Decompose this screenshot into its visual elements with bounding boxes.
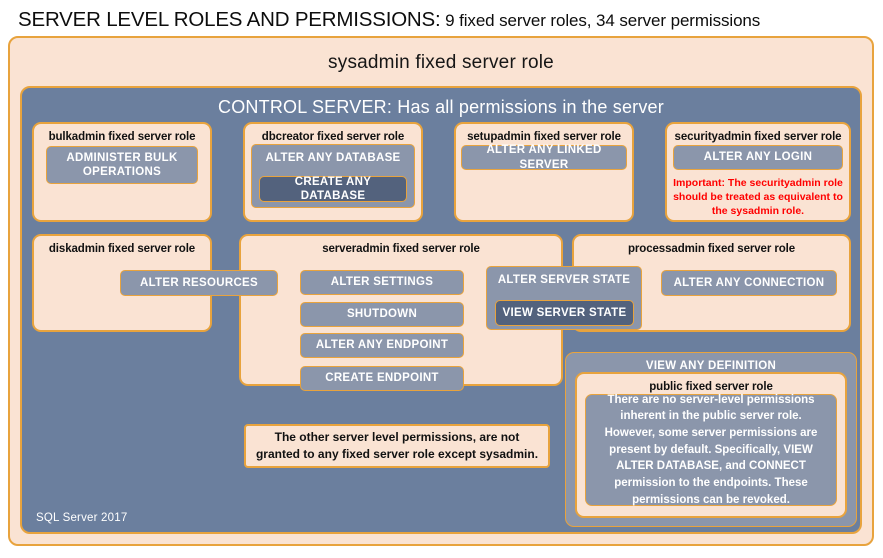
permission-alter-any-linked-server[interactable]: ALTER ANY LINKED SERVER: [461, 144, 627, 171]
permission-alter-any-connection[interactable]: ALTER ANY CONNECTION: [661, 270, 837, 296]
role-title-bulkadmin: bulkadmin fixed server role: [48, 131, 196, 143]
control-server-label: CONTROL SERVER: Has all permissions in t…: [218, 97, 664, 117]
permission-alter-any-database-label: ALTER ANY DATABASE: [265, 152, 401, 164]
permission-alter-any-endpoint[interactable]: ALTER ANY ENDPOINT: [300, 333, 464, 358]
role-title-serveradmin: serveradmin fixed server role: [322, 243, 480, 255]
role-box-setupadmin: setupadmin fixed server role: [454, 122, 634, 222]
permission-create-endpoint[interactable]: CREATE ENDPOINT: [300, 366, 464, 391]
role-title-processadmin: processadmin fixed server role: [627, 243, 796, 255]
public-role-description: There are no server-level permissions in…: [585, 394, 837, 506]
role-box-securityadmin: securityadmin fixed server role: [665, 122, 851, 222]
other-permissions-note: The other server level permissions, are …: [244, 424, 550, 468]
page-title-rest: 9 fixed server roles, 34 server permissi…: [440, 11, 761, 30]
permission-alter-server-state-label: ALTER SERVER STATE: [497, 274, 631, 286]
footer-version-label: SQL Server 2017: [36, 512, 128, 524]
permission-alter-any-login[interactable]: ALTER ANY LOGIN: [673, 145, 843, 170]
role-title-dbcreator: dbcreator fixed server role: [261, 131, 405, 143]
page-title: SERVER LEVEL ROLES AND PERMISSIONS: 9 fi…: [18, 8, 878, 34]
permission-view-server-state[interactable]: VIEW SERVER STATE: [495, 300, 634, 326]
permission-alter-settings[interactable]: ALTER SETTINGS: [300, 270, 464, 295]
permission-administer-bulk-operations[interactable]: ADMINISTER BULK OPERATIONS: [46, 146, 198, 184]
role-title-setupadmin: setupadmin fixed server role: [467, 131, 621, 143]
permission-view-any-definition-label: VIEW ANY DEFINITION: [645, 360, 777, 372]
securityadmin-warning-note: Important: The securityadmin role should…: [673, 177, 843, 218]
permission-shutdown[interactable]: SHUTDOWN: [300, 302, 464, 327]
page-title-strong: SERVER LEVEL ROLES AND PERMISSIONS:: [18, 8, 441, 31]
role-title-diskadmin: diskadmin fixed server role: [48, 243, 196, 255]
role-title-public: public fixed server role: [649, 381, 773, 393]
sysadmin-role-label: sysadmin fixed server role: [328, 52, 554, 73]
role-title-securityadmin: securityadmin fixed server role: [674, 131, 842, 143]
permission-alter-resources[interactable]: ALTER RESOURCES: [120, 270, 278, 296]
permission-create-any-database[interactable]: CREATE ANY DATABASE: [259, 176, 407, 202]
